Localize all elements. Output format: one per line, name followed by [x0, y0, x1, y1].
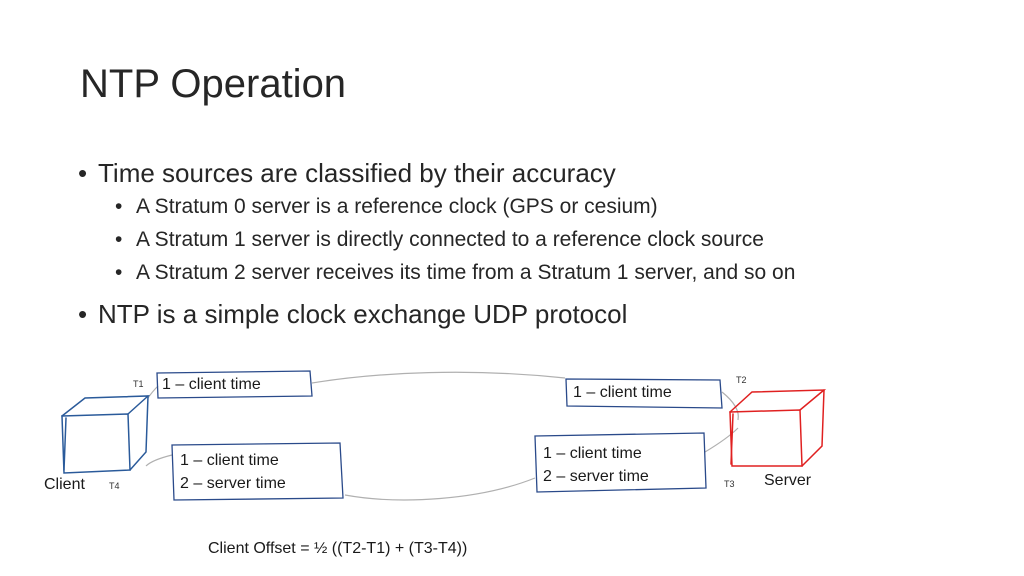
bullet-item: NTP is a simple clock exchange UDP proto… — [78, 297, 795, 331]
msg-client-out-text: 1 – client time — [162, 376, 261, 393]
server-cube-icon — [729, 389, 827, 467]
msg-client-in-line1: 1 – client time — [180, 452, 279, 469]
offset-formula: Client Offset = ½ ((T2-T1) + (T3-T4)) — [208, 540, 468, 557]
msg-server-out-line1: 1 – client time — [543, 445, 642, 462]
flow-path-client-in — [145, 454, 173, 467]
page-title: NTP Operation — [80, 62, 347, 106]
sub-bullet-item: A Stratum 2 server receives its time fro… — [78, 256, 795, 289]
sub-bullet-item: A Stratum 0 server is a reference clock … — [78, 190, 795, 223]
bullet-item: Time sources are classified by their acc… — [78, 156, 795, 190]
msg-server-in-text: 1 – client time — [573, 384, 672, 401]
server-label: Server — [764, 472, 812, 489]
t2-label: T2 — [736, 375, 747, 385]
sub-bullet-item: A Stratum 1 server is directly connected… — [78, 223, 795, 256]
t4-label: T4 — [109, 481, 120, 491]
msg-box-client-in — [171, 442, 344, 501]
flow-path-request — [311, 371, 566, 384]
t3-label: T3 — [724, 479, 735, 489]
client-cube-icon — [61, 395, 151, 474]
msg-client-in-line2: 2 – server time — [180, 475, 286, 492]
t1-label: T1 — [133, 379, 144, 389]
bullet-list: Time sources are classified by their acc… — [78, 156, 795, 331]
client-label: Client — [44, 476, 85, 493]
msg-box-server-in — [565, 378, 723, 409]
msg-box-server-out — [534, 432, 707, 493]
flow-path-response — [344, 477, 536, 501]
msg-server-out-line2: 2 – server time — [543, 468, 649, 485]
flow-path-server-exit — [704, 427, 739, 453]
flow-path-request-return — [721, 391, 739, 421]
flow-path-client-out — [147, 385, 159, 399]
msg-box-client-out — [156, 370, 313, 399]
